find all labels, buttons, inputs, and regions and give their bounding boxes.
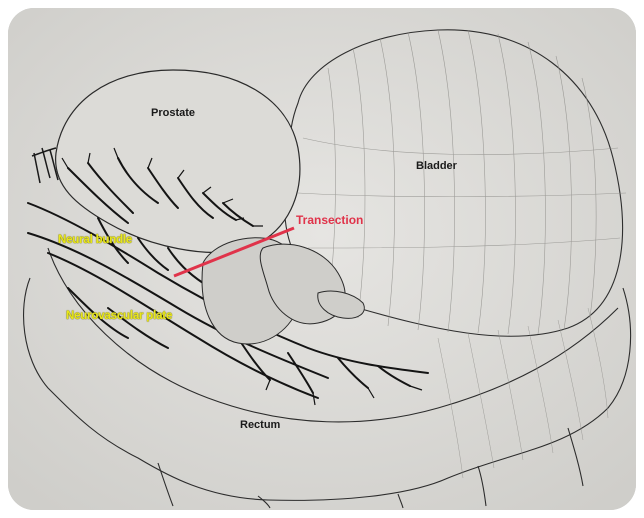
label-rectum: Rectum xyxy=(240,419,280,431)
label-neurovascular-plate: Neurovascular plate xyxy=(66,310,172,322)
anatomy-sketch xyxy=(8,8,636,510)
label-neural-bundle: Neural bundle xyxy=(58,234,132,246)
diagram-frame: Prostate Bladder Transection Neural bund… xyxy=(8,8,636,510)
label-prostate: Prostate xyxy=(151,107,195,119)
label-bladder: Bladder xyxy=(416,160,457,172)
label-transection: Transection xyxy=(296,213,363,227)
